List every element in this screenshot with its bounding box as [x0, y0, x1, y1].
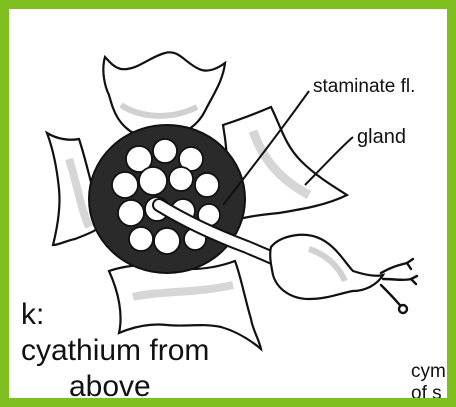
figure-caption: k: cyathium from above	[21, 297, 209, 405]
gland-label: gland	[357, 127, 406, 147]
cutoff-caption-line: of s	[411, 383, 446, 405]
styles	[381, 259, 417, 313]
ovary	[270, 235, 383, 299]
caption-line: above	[21, 369, 209, 405]
staminate-flower-label: staminate fl.	[313, 77, 415, 96]
cutoff-caption: cym of s	[411, 361, 446, 405]
cutoff-caption-line: cym	[411, 361, 446, 383]
caption-line: cyathium from	[21, 333, 209, 369]
caption-letter: k:	[21, 297, 209, 333]
